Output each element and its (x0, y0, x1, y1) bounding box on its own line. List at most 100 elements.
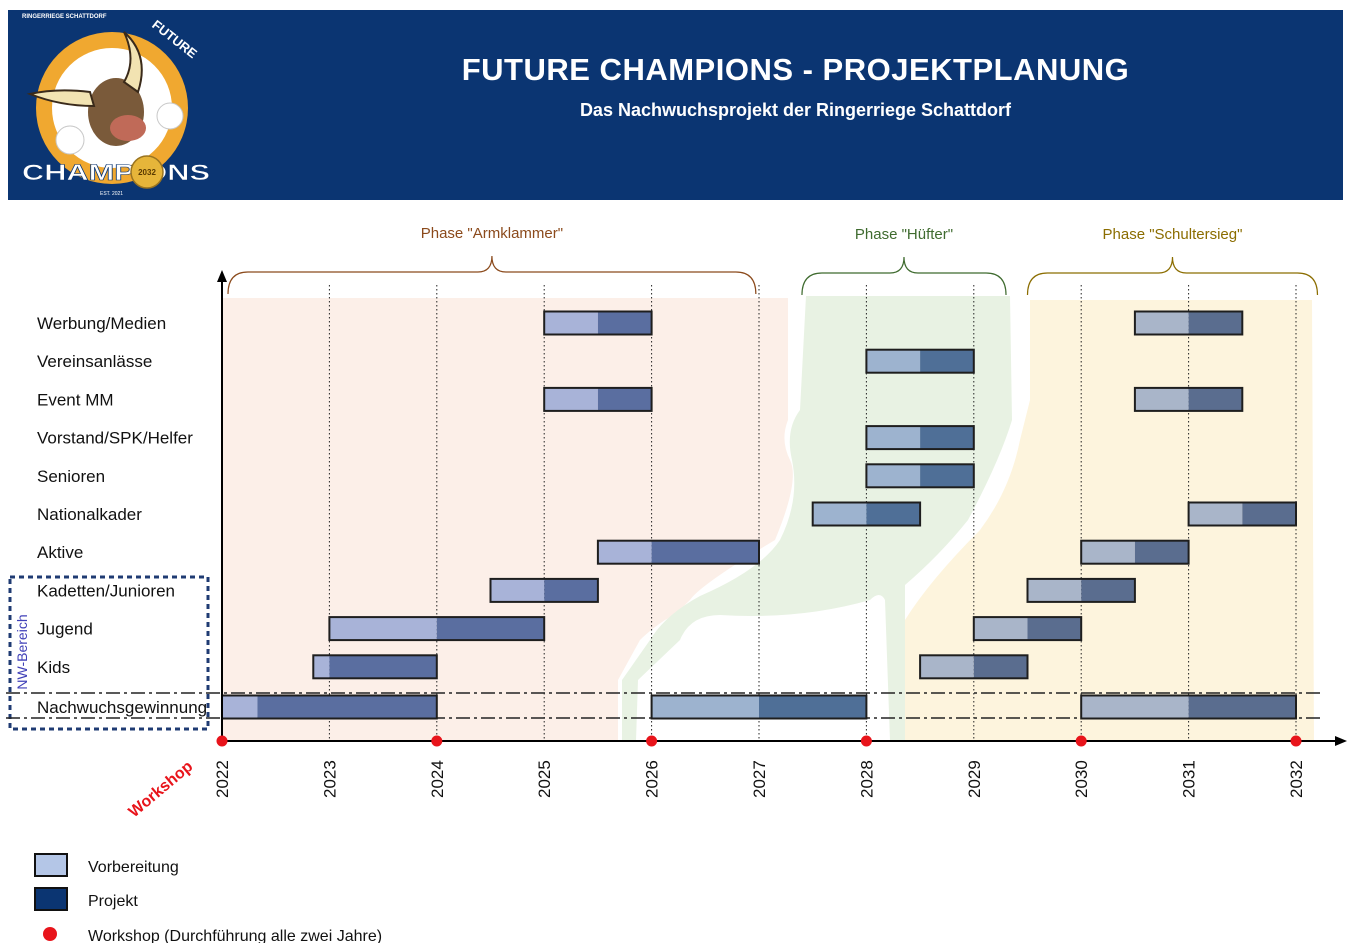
bar-outline (489, 577, 599, 603)
legend-workshop-dot (43, 927, 57, 941)
bar-outline (1133, 386, 1244, 412)
bar-projekt (920, 464, 974, 488)
row-label: Senioren (37, 467, 105, 486)
workshop-axis-label: Workshop (126, 758, 197, 821)
row-label: Vorstand/SPK/Helfer (37, 429, 193, 448)
bar-projekt (1027, 617, 1082, 641)
year-tick-label: 2032 (1287, 760, 1306, 798)
phase-brace (227, 255, 757, 295)
row-label: Jugend (37, 620, 93, 639)
bar-projekt (1188, 387, 1243, 411)
bar-vorbereitung (866, 464, 921, 488)
bar-projekt (257, 695, 437, 719)
bar-vorbereitung (973, 617, 1028, 641)
bar-projekt (329, 655, 437, 679)
bar-vorbereitung (1081, 540, 1135, 564)
phase-brace (801, 256, 1007, 296)
bar-outline (1026, 577, 1136, 603)
bar-vorbereitung (313, 655, 330, 679)
year-tick-label: 2023 (320, 760, 339, 798)
bar-vorbereitung (920, 655, 974, 679)
workshop-dot (1290, 735, 1302, 747)
bull-horn-right-icon (122, 31, 143, 94)
bar-projekt (973, 655, 1028, 679)
bar-projekt (436, 617, 545, 641)
x-axis-arrow-icon (1335, 736, 1347, 746)
bar-vorbereitung (1188, 502, 1243, 526)
row-label: Kadetten/Junioren (37, 581, 175, 600)
nw-bereich-label: NW-Bereich (14, 614, 30, 689)
gold-coin-icon (130, 155, 164, 189)
bar-projekt (1134, 540, 1189, 564)
row-label: Kids (37, 658, 70, 677)
bar-vorbereitung (329, 617, 437, 641)
phase-label: Phase "Hüfter" (855, 226, 953, 243)
legend-label: Workshop (Durchführung alle zwei Jahre) (88, 928, 382, 943)
bar-projekt (920, 426, 974, 450)
bar-outline (312, 654, 438, 680)
workshop-markers: Workshop (126, 735, 1302, 821)
row-label: Vereinsanlässe (37, 352, 152, 371)
bar-vorbereitung (222, 695, 258, 719)
year-tick-label: 2027 (750, 760, 769, 798)
phase-brace (1026, 256, 1319, 296)
bar-outline (1080, 539, 1190, 565)
bar-vorbereitung (812, 502, 867, 526)
bar-vorbereitung (866, 349, 921, 373)
bar-projekt (651, 540, 759, 564)
row-label: Werbung/Medien (37, 314, 166, 333)
bar-outline (1187, 501, 1297, 527)
year-tick-label: 2024 (428, 760, 447, 798)
phase-label: Phase "Armklammer" (421, 225, 563, 242)
header-banner: RINGERRIEGE SCHATTDORF FUTURE CHAMPIONS … (8, 10, 1343, 200)
bar-vorbereitung (866, 426, 921, 450)
legend-label: Projekt (88, 893, 138, 910)
workshop-dot (646, 735, 658, 747)
steam-cloud-icon (156, 102, 184, 130)
bar-projekt (920, 349, 974, 373)
y-axis-arrow-icon (217, 270, 227, 282)
row-label: Nachwuchsgewinnung (37, 698, 207, 717)
legend-projekt-swatch (34, 887, 68, 911)
bar-outline (1080, 694, 1297, 720)
bar-projekt (1242, 502, 1296, 526)
bull-snout-icon (110, 115, 146, 141)
bar-projekt (866, 502, 921, 526)
row-label: Event MM (37, 390, 114, 409)
bar-outline (1133, 310, 1244, 336)
bar-vorbereitung (1081, 695, 1189, 719)
workshop-dot (1075, 735, 1087, 747)
bar-vorbereitung (1134, 387, 1189, 411)
phase-label: Phase "Schultersieg" (1103, 226, 1243, 243)
bar-outline (543, 310, 653, 336)
bar-outline (865, 463, 975, 489)
year-tick-label: 2031 (1180, 760, 1199, 798)
legend-label: Vorbereitung (88, 859, 179, 876)
logo-coin-text: 2032 (138, 168, 156, 177)
bar-outline (596, 539, 761, 565)
bar-vorbereitung (597, 540, 652, 564)
bar-outline (328, 616, 546, 642)
bar-vorbereitung (1134, 311, 1189, 335)
year-tick-label: 2026 (643, 760, 662, 798)
workshop-dot (860, 735, 872, 747)
bar-projekt (597, 311, 652, 335)
row-label: Aktive (37, 543, 83, 562)
workshop-dot (216, 735, 228, 747)
year-tick-label: 2029 (965, 760, 984, 798)
page-subtitle: Das Nachwuchsprojekt der Ringerriege Sch… (579, 100, 1012, 120)
steam-cloud-icon (55, 125, 85, 155)
year-tick-label: 2022 (213, 760, 232, 798)
bar-outline (865, 425, 975, 451)
logo-top-text: RINGERRIEGE SCHATTDORF (22, 14, 107, 20)
bar-projekt (759, 695, 867, 719)
bar-projekt (1188, 695, 1296, 719)
phase-braces: Phase "Armklammer" Phase "Hüfter" Phase "S… (227, 225, 1319, 296)
phase-armklammer-area (222, 298, 793, 741)
year-tick-label: 2028 (857, 760, 876, 798)
legend-vorbereitung-swatch (34, 853, 68, 877)
bar-projekt (1188, 311, 1243, 335)
bar-vorbereitung (544, 311, 598, 335)
